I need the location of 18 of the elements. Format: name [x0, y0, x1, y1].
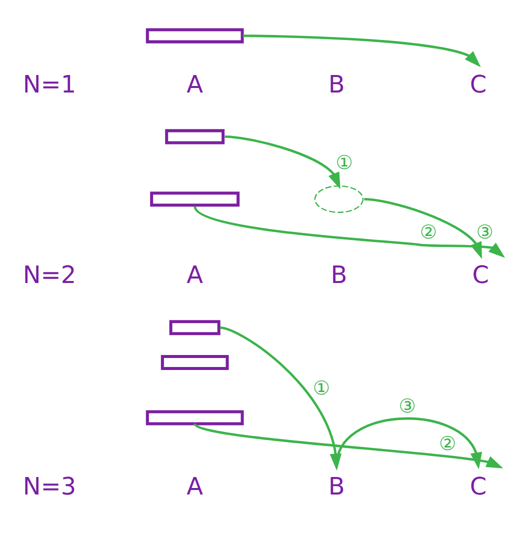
label: N=2: [22, 261, 76, 290]
edge-label: ①: [312, 376, 330, 400]
node-text: B: [328, 472, 345, 501]
node-text: A: [186, 261, 204, 290]
node-text: C: [470, 472, 487, 501]
node-text: B: [330, 261, 348, 290]
node-text: C: [472, 261, 490, 290]
node-text: C: [470, 70, 487, 98]
label: N=1: [22, 70, 76, 98]
node-text: B: [328, 70, 345, 98]
edge-label: ②: [420, 220, 438, 244]
label: N=3: [22, 472, 76, 501]
edge-label: ②: [439, 432, 456, 455]
edge-label: ③: [476, 220, 494, 244]
edge-label: ③: [398, 394, 416, 418]
edge-label: ①: [336, 150, 353, 174]
node-text: A: [186, 472, 204, 501]
node-text: A: [186, 70, 204, 98]
